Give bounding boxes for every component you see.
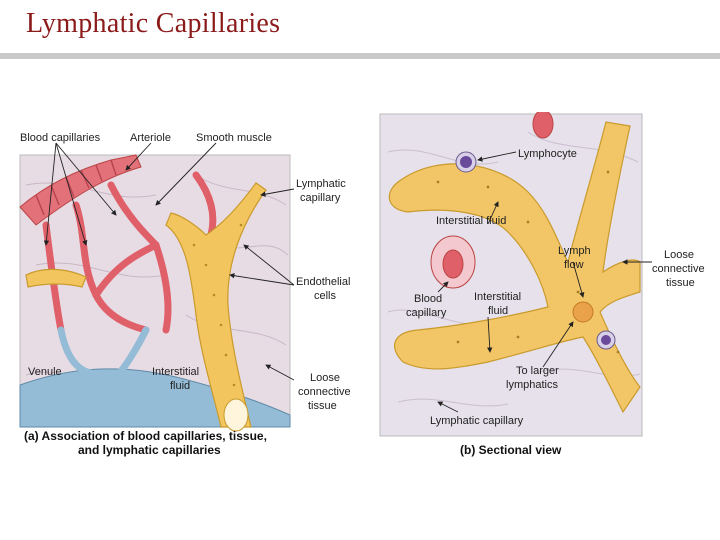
label-loose-connective-tissue-b: Loose [664,249,694,261]
venule-tributaries [57,326,150,377]
panel-a-caption: (a) Association of blood capillaries, ti… [24,429,267,443]
label-interstitial-fluid-2: fluid [170,380,190,392]
arteriole-vessel [19,154,142,226]
panel-b-caption: (b) Sectional view [460,443,562,457]
panel-b-illustration: Lymphocyte Interstitial fluid Lymph flow… [379,112,705,457]
lymphocyte-cell-2 [596,330,616,350]
blood-capillary-cross-section [430,235,476,289]
label-loose-connective-tissue-b-3: tissue [666,277,695,289]
label-loose-connective-tissue-b-2: connective [652,263,705,275]
panel-a-caption-2: and lymphatic capillaries [78,443,221,457]
lymphocyte-cell [455,151,477,173]
label-interstitial-fluid: Interstitial [152,366,199,378]
label-loose-connective-tissue-2: connective [298,386,351,398]
slide-title: Lymphatic Capillaries [26,8,281,39]
label-interstitial-fluid-b-2: fluid [488,305,508,317]
label-smooth-muscle: Smooth muscle [196,132,272,144]
label-blood-capillaries: Blood capillaries [20,132,101,144]
label-lymphocyte: Lymphocyte [518,148,577,160]
label-blood-capillary: Blood [414,293,442,305]
label-lymphatic-capillary-2: capillary [300,192,341,204]
label-to-larger-lymphatics-2: lymphatics [506,379,558,391]
label-endothelial-cells: Endothelial [296,276,350,288]
lymphatic-capillary-vessel [25,182,267,428]
label-interstitial-fluid-b: Interstitial [474,291,521,303]
panel-a-illustration: Blood capillaries Arteriole Smooth muscl… [19,132,351,457]
panel-b-lymph-dots [436,170,620,354]
label-endothelial-cells-2: cells [314,290,337,302]
label-loose-connective-tissue: Loose [310,372,340,384]
blood-cell-top [532,112,554,139]
label-blood-capillary-2: capillary [406,307,447,319]
label-lymph-flow: Lymph [558,245,591,257]
panel-a-leader-lines [43,142,295,381]
label-interstitial-fluid-top: Interstitial fluid [436,215,506,227]
smooth-muscle-bands [35,159,117,216]
label-venule: Venule [28,366,62,378]
lymphatic-capillary-shape [388,121,641,414]
label-to-larger-lymphatics: To larger [516,365,559,377]
panel-b-leader-lines [437,151,652,413]
label-lymphatic-capillary: Lymphatic [296,178,346,190]
lymphatic-dots [192,223,243,412]
flow-convergence-center [572,301,594,323]
label-loose-connective-tissue-3: tissue [308,400,337,412]
title-divider [0,53,720,59]
lymphatic-lumen-opening [223,398,249,432]
label-lymphatic-capillary-b: Lymphatic capillary [430,415,524,427]
label-arteriole: Arteriole [130,132,171,144]
label-lymph-flow-2: flow [564,259,584,271]
